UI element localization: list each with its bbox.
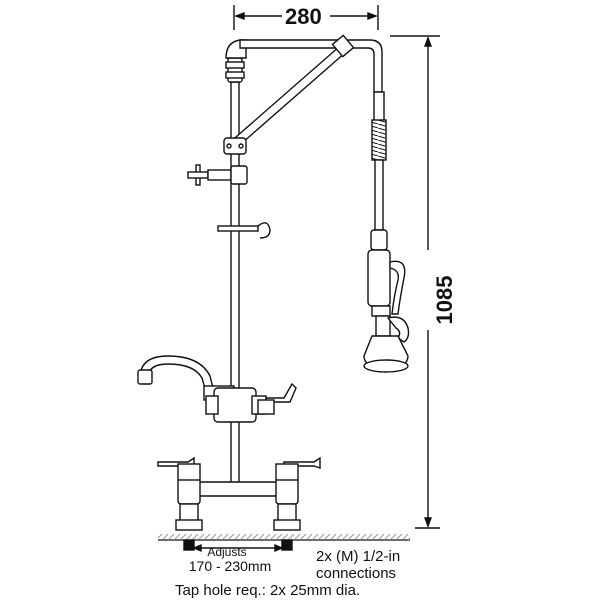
connections-note-line2: connections	[316, 565, 397, 582]
adjust-label: Adjusts	[207, 545, 247, 559]
swing-arm	[226, 34, 383, 151]
counter-surface	[158, 534, 410, 553]
width-dimension-label: 280	[285, 4, 322, 29]
adjust-range-label: 170 - 230mm	[188, 558, 272, 574]
spray-valve	[363, 229, 410, 373]
hot-handle-icon	[157, 456, 201, 481]
width-dimension	[233, 5, 379, 30]
height-dimension-label: 1085	[432, 275, 457, 325]
wall-bracket-valve	[187, 164, 248, 186]
arm-clamp	[223, 137, 247, 155]
spray-hose	[371, 91, 387, 231]
height-dimension	[390, 35, 440, 529]
connections-note-line1: 2x (M) 1/2-in	[316, 548, 401, 565]
tap-hole-note: Tap hole req.: 2x 25mm dia.	[175, 582, 361, 599]
cold-handle-icon	[275, 456, 321, 481]
deck-mount-body	[175, 477, 301, 531]
mixing-tee	[205, 382, 297, 423]
spray-hook	[217, 222, 271, 239]
